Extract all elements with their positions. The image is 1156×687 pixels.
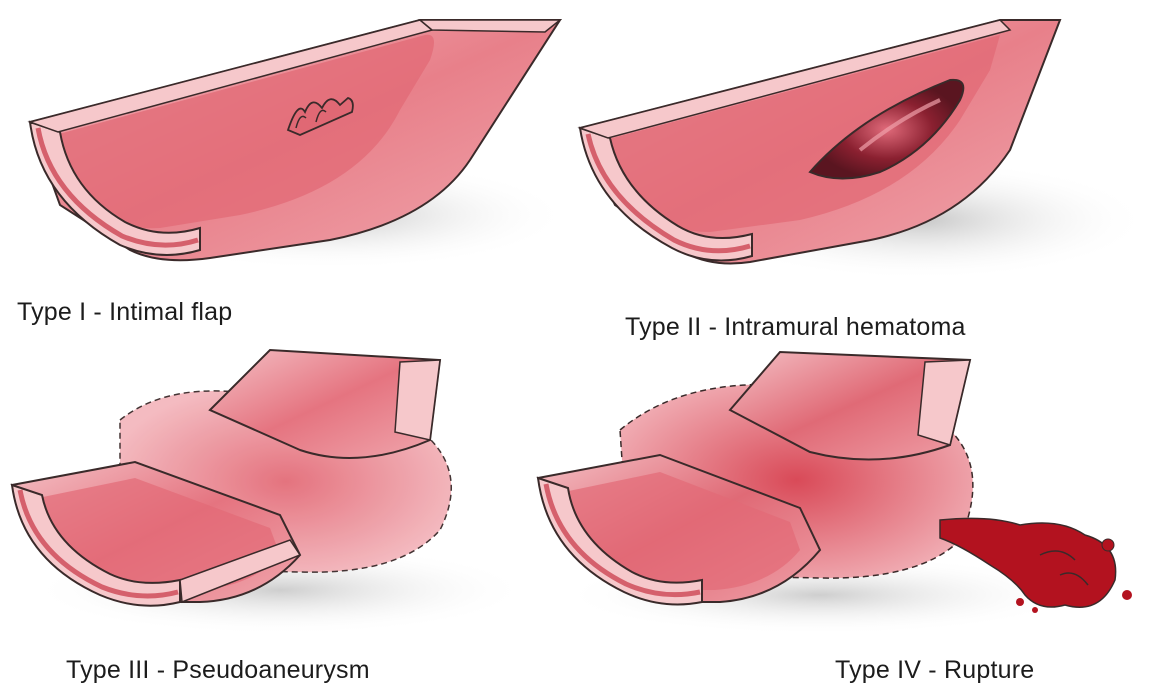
- blood-droplet: [1122, 590, 1132, 600]
- vessel-drawing: [0, 0, 578, 300]
- caption-type-iii: Type III - Pseudoaneurysm: [66, 656, 370, 685]
- blood-droplet: [1102, 539, 1114, 551]
- type-i-intimal-flap-illustration: [0, 0, 578, 300]
- type-iii-pseudoaneurysm-illustration: [0, 340, 560, 640]
- vessel-drawing: [520, 340, 1156, 640]
- caption-type-i: Type I - Intimal flap: [17, 298, 232, 327]
- right-rim: [420, 20, 560, 32]
- blood-droplet: [1032, 607, 1038, 613]
- type-iv-rupture-illustration: [520, 340, 1156, 640]
- type-ii-intramural-hematoma-illustration: [560, 0, 1156, 310]
- caption-type-iv: Type IV - Rupture: [835, 656, 1034, 685]
- back-segment-wall: [395, 360, 440, 440]
- vessel-drawing: [0, 340, 560, 640]
- back-segment-wall: [918, 360, 970, 445]
- vessel-drawing: [560, 0, 1156, 310]
- blood-droplet: [1016, 598, 1024, 606]
- caption-type-ii: Type II - Intramural hematoma: [625, 313, 966, 342]
